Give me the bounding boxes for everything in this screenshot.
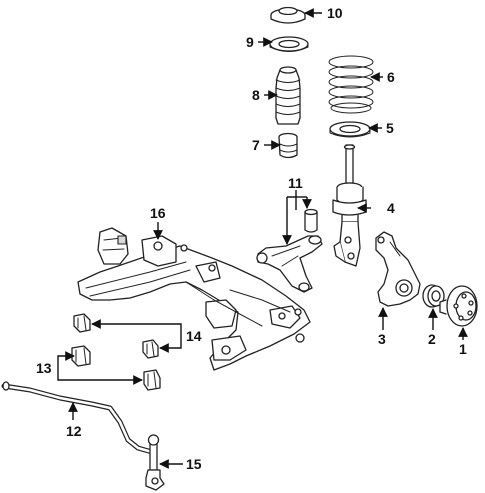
callout-13: 13: [36, 360, 52, 376]
part-1-hub[interactable]: [439, 285, 478, 327]
part-9-bearing[interactable]: [269, 36, 309, 52]
callout-leaders: [57, 8, 468, 469]
callout-5: 5: [386, 120, 394, 136]
callout-12: 12: [66, 423, 82, 439]
callout-10: 10: [327, 5, 343, 21]
part-3-knuckle[interactable]: [375, 231, 421, 307]
part-6-coil-spring[interactable]: [328, 55, 374, 114]
callout-3: 3: [378, 331, 386, 347]
part-16-subframe[interactable]: [77, 227, 311, 371]
callout-11: 11: [288, 175, 303, 191]
part-13-bushings[interactable]: [71, 345, 161, 391]
callout-6: 6: [387, 69, 395, 85]
callout-8: 8: [252, 87, 260, 103]
part-14-bushings[interactable]: [73, 313, 159, 359]
callout-15: 15: [186, 456, 202, 472]
callout-numbers: 10 9 8 6 7 5 11 4 16 3 2 1 14 13 12 15: [36, 5, 467, 472]
part-4-strut[interactable]: [332, 144, 367, 267]
callout-2: 2: [428, 331, 436, 347]
part-5-spring-seat[interactable]: [329, 121, 371, 138]
part-8-dust-boot[interactable]: [275, 66, 301, 125]
part-15-stabilizer-link[interactable]: [145, 434, 165, 491]
callout-16: 16: [150, 205, 166, 221]
callout-9: 9: [246, 34, 254, 50]
part-10-strut-mount[interactable]: [270, 6, 306, 24]
callout-7: 7: [252, 137, 260, 153]
part-12-stabilizer-bar[interactable]: [1, 381, 155, 455]
part-11-control-arm[interactable]: [256, 208, 323, 293]
callout-14: 14: [186, 328, 202, 344]
callout-4: 4: [387, 200, 395, 216]
callout-1: 1: [459, 341, 467, 357]
part-7-bump-stop[interactable]: [278, 132, 298, 159]
part-2-wheel-bearing[interactable]: [422, 284, 445, 308]
